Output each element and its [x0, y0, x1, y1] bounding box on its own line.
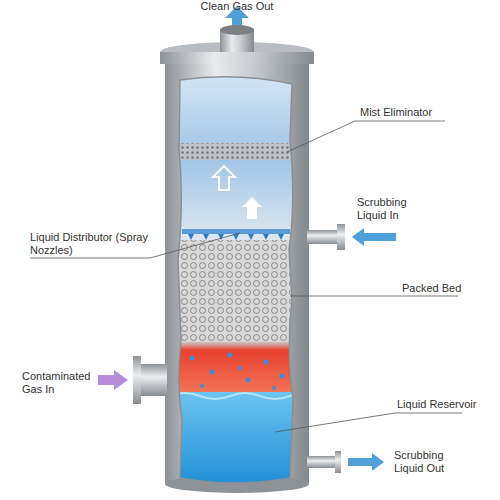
leader-lines [30, 121, 462, 432]
gas-flow-arrow [242, 197, 262, 219]
packed-bed [170, 240, 300, 344]
gas-inlet-zone [170, 342, 300, 396]
flow-arrow [352, 228, 396, 246]
droplets [190, 353, 285, 391]
liquid-inlet-pipe [307, 230, 339, 244]
callout-label: Clean Gas Out [177, 0, 297, 13]
spray-header [182, 229, 290, 234]
callout-label: Scrubbing Liquid In [357, 196, 432, 222]
leader-line [287, 121, 445, 152]
callout-label: Contaminated Gas In [22, 370, 97, 396]
callout-label: Packed Bed [402, 282, 482, 295]
leader-line [275, 413, 462, 432]
pipe-flange [335, 451, 341, 473]
spray-nozzles [188, 234, 284, 240]
callout-label: Scrubbing Liquid Out [394, 449, 469, 475]
liquid-outlet-pipe [307, 456, 337, 468]
callout-label: Liquid Distributor (Spray Nozzles) [30, 231, 150, 257]
pipe-opening [220, 25, 254, 35]
gas-inlet-pipe [140, 364, 167, 396]
cutaway-edge [178, 77, 293, 483]
liquid-reservoir [170, 392, 300, 487]
flow-arrow [98, 370, 128, 390]
top-flange [160, 52, 314, 64]
pipe-flange [337, 224, 345, 250]
callout-label: Liquid Reservoir [397, 398, 487, 411]
mist-eliminator [170, 143, 300, 160]
gas-flow-arrow [213, 166, 235, 190]
water-surface [170, 393, 310, 399]
gas-space [170, 160, 300, 242]
callout-label: Mist Eliminator [360, 106, 460, 119]
flow-arrow [348, 453, 384, 471]
column-interior [170, 70, 310, 487]
pipe-flange [133, 356, 141, 404]
leader-line [290, 296, 458, 297]
outlet-pipe [220, 42, 254, 52]
